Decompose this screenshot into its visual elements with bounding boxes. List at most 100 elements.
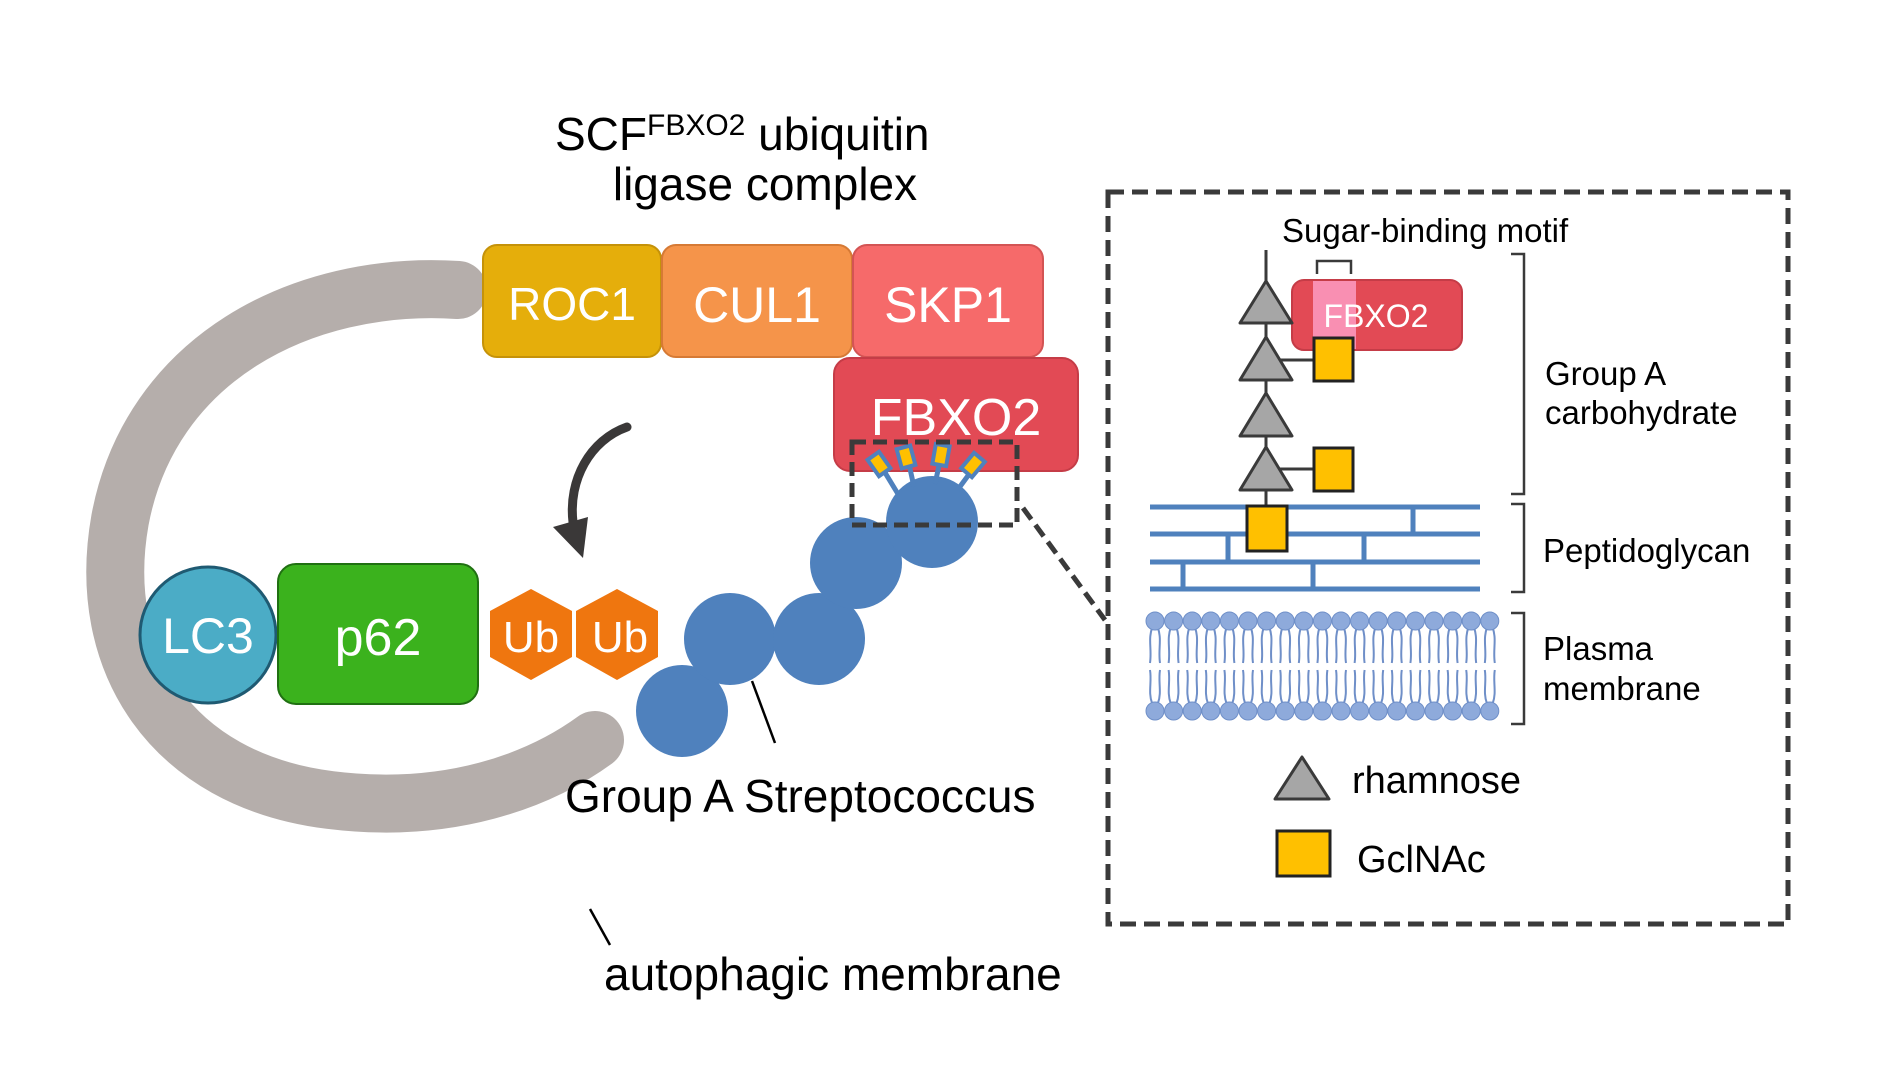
lipid-tail <box>1297 627 1310 664</box>
lipid-tail <box>1353 669 1366 704</box>
lipid-tail <box>1204 669 1217 704</box>
lipid-tail <box>1446 627 1459 664</box>
lipid-tail <box>1428 627 1440 664</box>
lipid-head <box>1275 701 1295 721</box>
lipid-head <box>1145 701 1165 721</box>
lipid-tail <box>1465 669 1478 704</box>
lc3-protein: LC3 <box>138 565 278 705</box>
lipid-tail <box>1223 669 1236 704</box>
peptidoglycan-label: Peptidoglycan <box>1543 532 1750 569</box>
peptidoglycan-mesh <box>1150 504 1480 592</box>
motif-bracket <box>1315 259 1353 274</box>
streptococcus-chain <box>636 476 978 757</box>
lipid-head <box>1480 701 1500 721</box>
p62-protein: p62 <box>277 563 479 705</box>
lipid-tail <box>1372 627 1385 664</box>
zoom-connector <box>1020 506 1108 622</box>
p62-label: p62 <box>335 609 422 667</box>
fbxo2-protein: FBXO2 <box>833 357 1079 472</box>
bacterium-leader-line <box>750 680 777 744</box>
lipid-tail <box>1483 669 1496 704</box>
lipid-tail <box>1446 669 1459 704</box>
rhamnose-legend-label: rhamnose <box>1352 760 1521 802</box>
lipid-head <box>1480 611 1500 631</box>
lipid-tail <box>1316 627 1329 664</box>
lipid-head <box>1164 611 1184 631</box>
gclnac-legend-label: GclNAc <box>1357 839 1486 881</box>
lipid-head <box>1350 701 1370 721</box>
lipid-tail <box>1372 669 1385 704</box>
carbohydrate-bracket <box>1511 252 1526 496</box>
lipid-head <box>1443 611 1463 631</box>
lipid-tail <box>1390 669 1403 704</box>
membrane-leader-line <box>588 908 612 946</box>
lipid-head <box>1350 611 1370 631</box>
lipid-head <box>1238 701 1258 721</box>
lipid-head <box>1331 611 1351 631</box>
lipid-head <box>1294 701 1314 721</box>
lipid-head <box>1238 611 1258 631</box>
inset-fbxo2-label: FBXO2 <box>1324 298 1429 334</box>
lipid-tail <box>1316 669 1329 704</box>
bacterium-cell <box>810 517 902 609</box>
zoom-highlight-box <box>849 439 1020 528</box>
lipid-tail <box>1204 627 1217 664</box>
lipid-head <box>1201 611 1221 631</box>
title-line-1: SCFFBXO2 ubiquitin <box>555 108 930 160</box>
lc3-label: LC3 <box>162 608 254 664</box>
lipid-tail <box>1242 669 1254 704</box>
lipid-tail <box>1409 627 1422 664</box>
legend: rhamnose GclNAc <box>1273 755 1521 881</box>
lipid-head <box>1387 701 1407 721</box>
lipid-tail <box>1279 669 1292 704</box>
rhamnose-icon <box>1238 335 1294 382</box>
lipid-tail <box>1390 627 1403 664</box>
lipid-head <box>1331 701 1351 721</box>
lipid-head <box>1182 701 1202 721</box>
lipid-tail <box>1465 627 1478 664</box>
bacterium-cell <box>636 665 728 757</box>
lipid-tail <box>1335 627 1347 664</box>
inset-box <box>1105 189 1791 927</box>
lipid-tail <box>1167 627 1180 664</box>
roc1-label: ROC1 <box>508 278 636 330</box>
lipid-head <box>1387 611 1407 631</box>
lipid-head <box>1312 611 1332 631</box>
gclnac-legend-icon <box>1275 829 1332 878</box>
rhamnose-icon <box>1238 445 1294 492</box>
lipid-head <box>1368 701 1388 721</box>
gclnac-icon <box>1312 446 1355 493</box>
lipid-bilayer <box>1145 611 1500 721</box>
lipid-head <box>1201 701 1221 721</box>
lipid-tail <box>1260 669 1273 704</box>
surface-carbohydrates <box>864 441 988 496</box>
lipid-tail <box>1353 627 1366 664</box>
lipid-head <box>1461 701 1481 721</box>
title-suffix: ubiquitin <box>745 108 929 160</box>
gclnac-icon <box>1312 336 1355 383</box>
lipid-tail <box>1409 669 1422 704</box>
motif-label: Sugar-binding motif <box>1282 212 1569 249</box>
lipid-head <box>1275 611 1295 631</box>
cul1-protein: CUL1 <box>661 244 853 358</box>
peptidoglycan-bracket <box>1511 502 1526 594</box>
lipid-head <box>1461 611 1481 631</box>
lipid-tail <box>1297 669 1310 704</box>
lipid-head <box>1164 701 1184 721</box>
ub-2-label: Ub <box>592 613 648 662</box>
lipid-head <box>1443 701 1463 721</box>
lipid-head <box>1257 701 1277 721</box>
skp1-protein: SKP1 <box>852 244 1044 358</box>
lipid-head <box>1424 611 1444 631</box>
lipid-tail <box>1167 669 1180 704</box>
carbohydrate-label-line-2: carbohydrate <box>1545 394 1738 431</box>
membrane-label: autophagic membrane <box>604 948 1062 1000</box>
ubiquitin-2: Ub <box>576 589 658 680</box>
lipid-head <box>1424 701 1444 721</box>
lipid-tail <box>1149 669 1161 704</box>
lipid-tail <box>1186 627 1199 664</box>
ub-1-label: Ub <box>503 613 559 662</box>
carbohydrate-label-line-1: Group A <box>1545 355 1666 392</box>
lipid-head <box>1405 611 1425 631</box>
lipid-tail <box>1260 627 1273 664</box>
